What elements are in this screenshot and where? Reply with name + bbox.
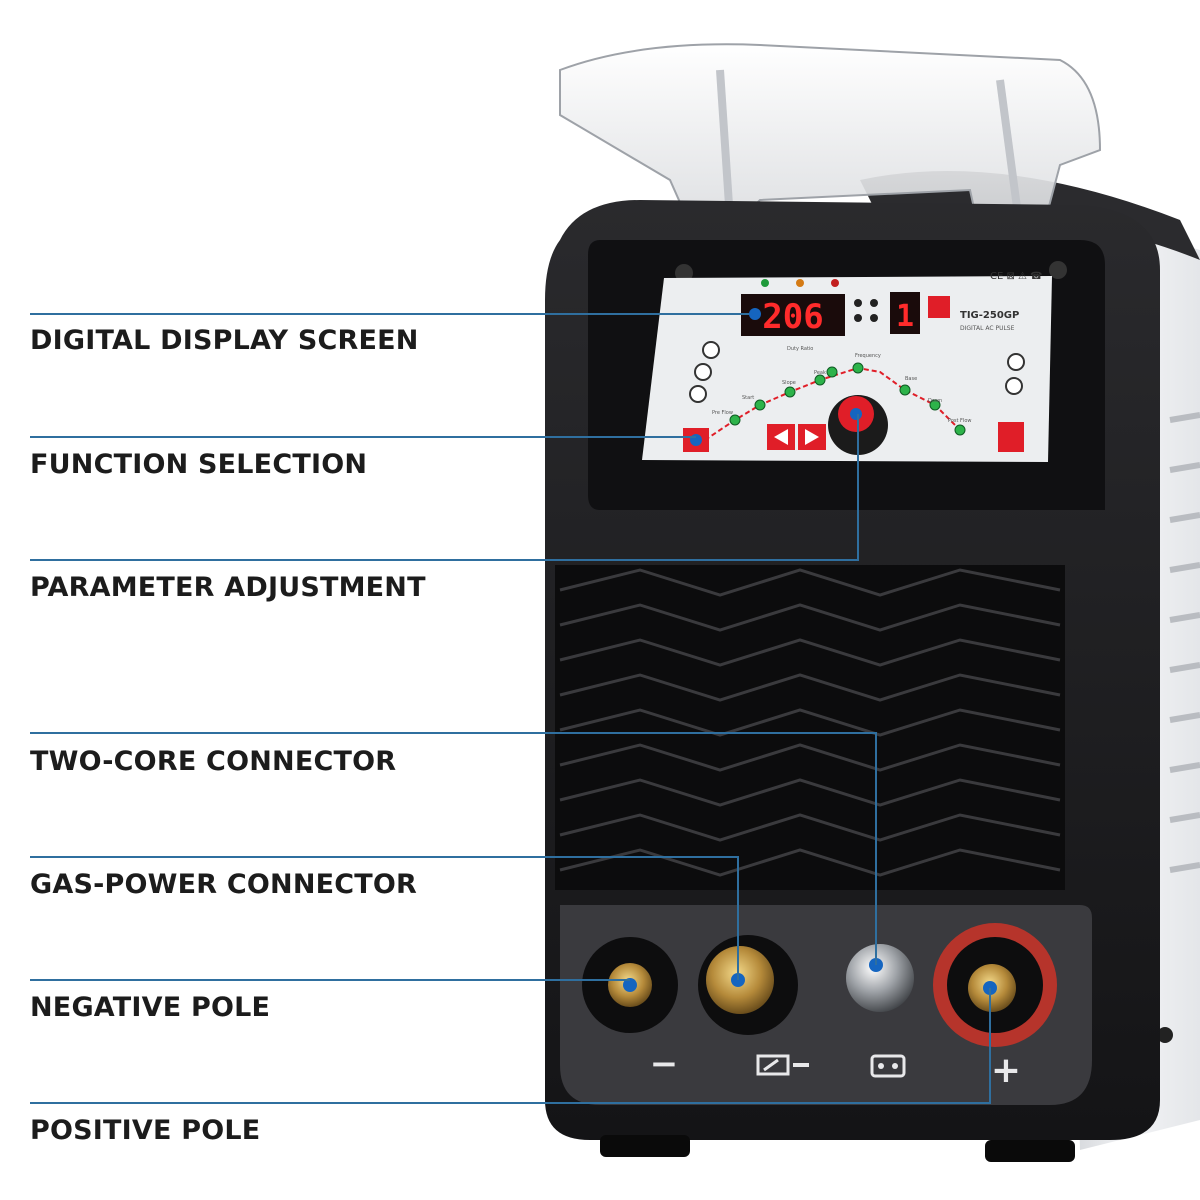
cert-marks: CE ⊠ ⚠ ☎ xyxy=(990,271,1043,282)
waveform-line xyxy=(704,366,961,441)
function-marker xyxy=(690,434,702,446)
panel-label: Frequency xyxy=(855,353,881,359)
foot-left xyxy=(600,1135,690,1157)
two-core-symbol xyxy=(870,1054,906,1078)
led-indicator xyxy=(796,279,804,287)
side-vents xyxy=(1169,412,1200,873)
panel-labels: Pre Flow Start Slope Peak Duty Ratio Fre… xyxy=(712,346,971,424)
cover-rib xyxy=(716,69,734,221)
display-marker xyxy=(749,308,761,320)
panel-label: Down xyxy=(928,398,942,404)
vent-grille xyxy=(555,565,1065,890)
program-button[interactable] xyxy=(928,296,950,318)
panel-label: Duty Ratio xyxy=(787,346,813,352)
led-indicator xyxy=(831,279,839,287)
secondary-display-value: 1 xyxy=(896,299,914,334)
callout-lines xyxy=(30,313,991,1104)
mode-buttons-right[interactable] xyxy=(1005,353,1025,395)
panel-label: Base xyxy=(905,376,917,382)
foot-right xyxy=(985,1140,1075,1162)
two-core-socket[interactable] xyxy=(846,944,914,1012)
display-value: 206 xyxy=(762,297,823,337)
negative-pole-marker xyxy=(623,978,637,992)
panel-label: Slope xyxy=(782,380,796,386)
bezel-screw xyxy=(675,264,693,282)
callout-digital-display-screen: DIGITAL DISPLAY SCREEN xyxy=(30,325,419,356)
arrow-right-icon xyxy=(805,429,819,445)
callout-line-positive xyxy=(30,988,991,1104)
gas-torch-symbol xyxy=(756,1054,809,1076)
mode-buttons-left[interactable] xyxy=(689,341,720,403)
panel-label: Post Flow xyxy=(948,418,971,424)
plus-symbol: + xyxy=(991,1050,1021,1091)
callout-gas-power-connector: GAS-POWER CONNECTOR xyxy=(30,869,418,900)
panel-label: Peak xyxy=(814,370,826,376)
minus-symbol: − xyxy=(650,1044,679,1084)
dot-matrix xyxy=(854,299,878,322)
callout-positive-pole: POSITIVE POLE xyxy=(30,1115,261,1146)
panel-label: Start xyxy=(742,395,754,401)
callout-two-core-connector: TWO-CORE CONNECTOR xyxy=(30,746,397,777)
led-indicator xyxy=(761,279,769,287)
model-subtitle: DIGITAL AC PULSE xyxy=(960,325,1015,332)
trigger-mode-button[interactable] xyxy=(998,422,1024,452)
bezel-screw xyxy=(1049,261,1067,279)
waveform-leds xyxy=(729,362,966,436)
callout-parameter-adjustment: PARAMETER ADJUSTMENT xyxy=(30,572,426,603)
knob-marker xyxy=(850,408,862,420)
secondary-display xyxy=(890,292,920,334)
panel-label: Pre Flow xyxy=(712,410,733,416)
vent-slats xyxy=(559,568,1061,877)
callout-line-parameter xyxy=(30,414,859,561)
callout-function-selection: FUNCTION SELECTION xyxy=(30,449,368,480)
side-screw xyxy=(1157,1027,1173,1043)
callout-line-two-core xyxy=(30,732,877,965)
arrow-left-icon xyxy=(774,429,788,445)
callout-negative-pole: NEGATIVE POLE xyxy=(30,992,271,1023)
model-name: TIG-250GP xyxy=(960,310,1019,321)
callout-line-gas-power xyxy=(30,856,739,980)
